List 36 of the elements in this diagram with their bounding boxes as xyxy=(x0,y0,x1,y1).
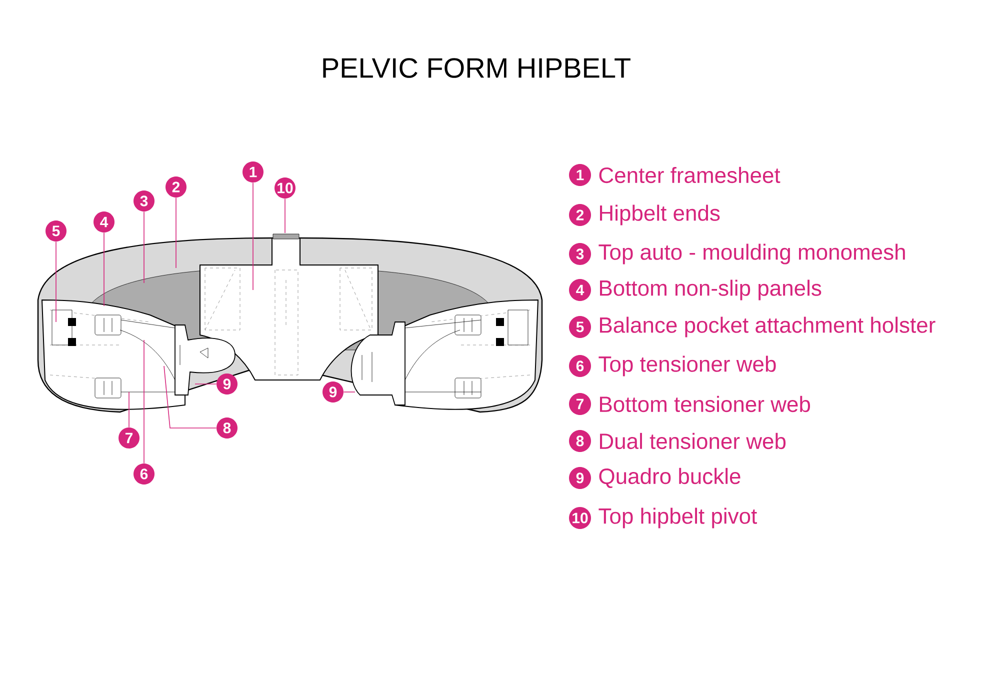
key-number: 7 xyxy=(569,393,591,415)
key-number: 10 xyxy=(569,507,591,529)
key-text: Bottom tensioner web xyxy=(600,396,810,412)
key-text: Dual tensioner web xyxy=(600,432,786,450)
callout-number: 9 xyxy=(216,374,238,394)
key-text: Center framesheet xyxy=(599,166,780,184)
key-number: 2 xyxy=(569,204,591,226)
key-text: Quadro buckle xyxy=(599,468,740,488)
key-text: Balance pocket attachment holster xyxy=(600,316,936,338)
callout-number: 4 xyxy=(94,212,114,232)
key-number: 4 xyxy=(569,279,591,301)
callout-number: 6 xyxy=(134,464,154,484)
callout-number: 2 xyxy=(166,176,186,198)
callout-number: 3 xyxy=(134,190,154,212)
callout-number: 7 xyxy=(118,428,140,448)
key-number: 5 xyxy=(569,316,591,338)
key-number: 3 xyxy=(569,243,591,265)
key-number: 6 xyxy=(569,355,591,377)
title: PELVIC FORM HIPBELT xyxy=(323,58,630,78)
callout-number: 1 xyxy=(242,162,264,182)
callout-number: 8 xyxy=(216,418,238,438)
key-text: Bottom non-slip panels xyxy=(600,280,822,300)
key-text: Hipbelt ends xyxy=(600,204,720,226)
leader-line xyxy=(164,366,217,428)
key-number: 8 xyxy=(569,430,591,452)
key-text: Top tensioner web xyxy=(598,356,776,376)
callout-number: 9 xyxy=(322,382,344,402)
key-text: Top hipbelt pivot xyxy=(598,508,757,528)
leader-line xyxy=(284,198,286,234)
leader-line xyxy=(128,392,130,428)
leader-line xyxy=(252,182,254,290)
callout-number: 10 xyxy=(274,178,296,198)
key-number: 9 xyxy=(569,467,591,489)
key-number: 1 xyxy=(569,164,591,186)
callout-number: 5 xyxy=(46,220,66,242)
key-text: Top auto - moulding monomesh xyxy=(598,244,905,264)
